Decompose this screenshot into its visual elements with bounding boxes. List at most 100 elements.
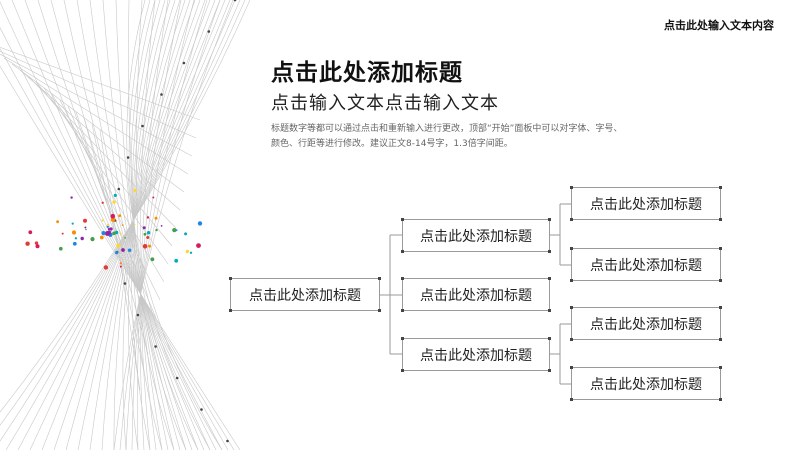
deco-dot bbox=[101, 219, 104, 222]
deco-dot bbox=[115, 251, 119, 255]
deco-dot bbox=[146, 231, 151, 235]
tree-level1-box[interactable]: 点击此处添加标题 bbox=[401, 277, 551, 312]
tree-box-label: 点击此处添加标题 bbox=[249, 287, 361, 304]
deco-dot bbox=[189, 251, 193, 254]
deco-node bbox=[233, 0, 237, 2]
tree-root-box[interactable]: 点击此处添加标题 bbox=[229, 277, 381, 312]
deco-node bbox=[117, 187, 121, 191]
deco-dot bbox=[59, 246, 63, 251]
deco-dot bbox=[146, 216, 150, 219]
deco-dot bbox=[119, 265, 122, 268]
deco-curve bbox=[126, 0, 223, 450]
deco-line bbox=[51, 93, 165, 283]
deco-dot bbox=[84, 226, 87, 229]
deco-line bbox=[3, 57, 189, 175]
deco-dot bbox=[71, 230, 77, 235]
deco-dot bbox=[107, 227, 111, 231]
deco-dot bbox=[154, 216, 158, 220]
tree-level2-box[interactable]: 点击此处添加标题 bbox=[570, 306, 722, 341]
deco-node bbox=[126, 156, 130, 159]
deco-dot bbox=[35, 244, 40, 249]
tree-box-label: 点击此处添加标题 bbox=[590, 196, 702, 213]
deco-dot bbox=[184, 232, 188, 236]
deco-dot bbox=[61, 232, 64, 235]
deco-dot bbox=[83, 218, 87, 223]
body-paragraph: 标题数字等都可以通过点击和重新输入进行更改，顶部“开始”面板中可以对字体、字号、… bbox=[271, 124, 623, 149]
deco-curve bbox=[139, 0, 156, 450]
deco-dot bbox=[34, 241, 39, 245]
deco-dot bbox=[28, 230, 33, 235]
deco-dot bbox=[110, 213, 116, 219]
deco-dot bbox=[143, 232, 147, 236]
page-subtitle: 点击输入文本点击输入文本 bbox=[271, 93, 499, 114]
deco-line bbox=[19, 69, 181, 211]
deco-dot bbox=[85, 228, 87, 231]
deco-line bbox=[67, 105, 157, 319]
deco-line bbox=[75, 111, 153, 337]
deco-dot bbox=[174, 258, 179, 263]
deco-dot bbox=[119, 262, 122, 265]
deco-dot bbox=[101, 231, 106, 236]
deco-line bbox=[43, 87, 169, 265]
header-text: 点击此处输入文本内容 bbox=[664, 19, 774, 32]
tree-level2-box[interactable]: 点击此处添加标题 bbox=[570, 186, 722, 221]
deco-dot bbox=[155, 228, 158, 232]
deco-dot bbox=[72, 241, 77, 246]
deco-curve bbox=[0, 26, 229, 450]
deco-curve bbox=[137, 0, 182, 450]
deco-dot bbox=[112, 200, 116, 204]
deco-node bbox=[154, 345, 157, 348]
deco-curve bbox=[125, 0, 208, 450]
deco-dot bbox=[175, 229, 178, 232]
deco-curve bbox=[131, 0, 195, 450]
deco-line bbox=[59, 99, 161, 301]
deco-curve bbox=[29, 0, 226, 450]
deco-node bbox=[141, 124, 144, 128]
deco-dot bbox=[124, 237, 126, 239]
deco-dot bbox=[113, 193, 117, 197]
deco-line bbox=[0, 50, 197, 139]
deco-dot bbox=[101, 201, 104, 204]
deco-node bbox=[200, 408, 203, 411]
deco-dot bbox=[103, 265, 109, 270]
tree-box-label: 点击此处添加标题 bbox=[590, 257, 702, 274]
tree-level1-box[interactable]: 点击此处添加标题 bbox=[401, 337, 551, 372]
deco-dot bbox=[106, 223, 110, 226]
deco-dot bbox=[127, 248, 132, 252]
deco-dot bbox=[112, 231, 116, 236]
deco-curve bbox=[11, 0, 217, 450]
deco-dot bbox=[197, 221, 203, 226]
deco-dot bbox=[196, 243, 201, 249]
deco-dot bbox=[146, 236, 150, 239]
deco-node bbox=[175, 376, 179, 380]
deco-dot bbox=[133, 188, 137, 193]
deco-dot bbox=[148, 244, 152, 248]
deco-dot bbox=[142, 244, 148, 249]
tree-box-label: 点击此处添加标题 bbox=[420, 287, 532, 304]
deco-line bbox=[27, 75, 177, 229]
deco-node bbox=[160, 93, 163, 96]
deco-curve bbox=[136, 0, 157, 450]
deco-dot bbox=[121, 248, 125, 252]
tree-box-label: 点击此处添加标题 bbox=[420, 347, 532, 364]
tree-box-label: 点击此处添加标题 bbox=[590, 316, 702, 333]
deco-line bbox=[0, 53, 193, 157]
deco-line bbox=[99, 129, 141, 391]
deco-dot bbox=[160, 225, 163, 227]
deco-dot bbox=[121, 224, 124, 227]
deco-node bbox=[207, 30, 211, 33]
deco-curve bbox=[119, 0, 221, 450]
deco-dot bbox=[99, 235, 104, 240]
tree-level2-box[interactable]: 点击此处添加标题 bbox=[570, 247, 722, 282]
tree-level2-box[interactable]: 点击此处添加标题 bbox=[570, 366, 722, 401]
deco-dot bbox=[80, 236, 84, 241]
deco-dot bbox=[185, 249, 190, 254]
deco-curve bbox=[128, 0, 163, 450]
deco-dot bbox=[106, 225, 109, 228]
tree-level1-box[interactable]: 点击此处添加标题 bbox=[401, 218, 551, 253]
deco-dot bbox=[71, 222, 74, 225]
deco-curve bbox=[102, 0, 175, 450]
deco-curve bbox=[24, 0, 211, 450]
deco-node bbox=[136, 313, 140, 317]
